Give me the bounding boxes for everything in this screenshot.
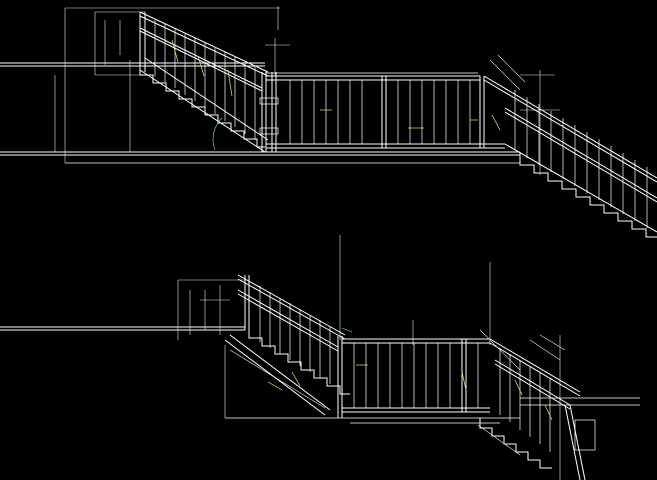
lower-floor-lines <box>0 326 640 424</box>
lower-dimension-lines <box>177 235 561 480</box>
upper-landing-posts <box>259 72 279 152</box>
upper-left-handrail <box>139 11 269 92</box>
upper-landing-railing <box>266 75 505 149</box>
upper-dimension-lines <box>54 6 560 175</box>
lower-left-flight <box>224 274 353 416</box>
upper-left-balusters <box>154 20 256 140</box>
upper-stair-elevation <box>0 6 657 238</box>
upper-floor-lines <box>0 62 520 164</box>
upper-left-flight-steps <box>139 60 265 148</box>
upper-right-flight <box>483 54 657 238</box>
lower-stair-elevation <box>0 235 640 480</box>
lower-right-flight <box>477 329 596 480</box>
lower-landing-railing <box>337 336 490 418</box>
upper-angle-arc <box>212 117 223 151</box>
